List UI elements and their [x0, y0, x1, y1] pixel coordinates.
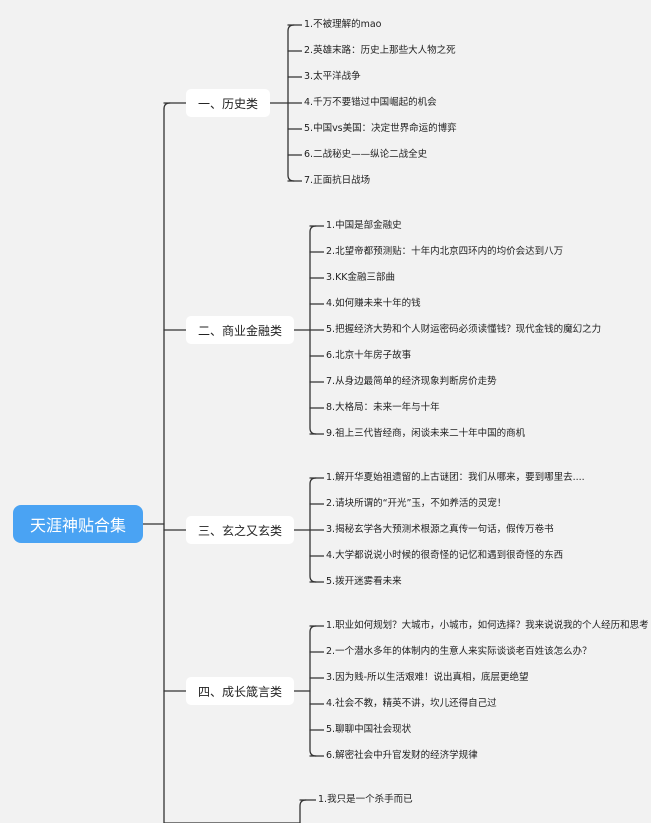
leaf-business-2[interactable]: 2.北望帝都预测贴：十年内北京四环内的均价会达到八万 [324, 246, 566, 258]
leaf-business-6[interactable]: 6.北京十年房子故事 [324, 350, 414, 362]
leaf-history-6[interactable]: 6.二战秘史——纵论二战全史 [302, 149, 430, 161]
leaf-business-7[interactable]: 7.从身边最简单的经济现象判断房价走势 [324, 376, 499, 388]
leaf-history-3[interactable]: 3.太平洋战争 [302, 71, 363, 83]
leaf-growth-2[interactable]: 2.一个潜水多年的体制内的生意人来实际谈谈老百姓该怎么办？ [324, 646, 594, 658]
leaf-business-3[interactable]: 3.KK金融三部曲 [324, 272, 398, 284]
category-business-finance[interactable]: 二、商业金融类 [186, 316, 294, 344]
leaf-business-1[interactable]: 1.中国是部金融史 [324, 220, 404, 232]
leaf-history-4[interactable]: 4.千万不要错过中国崛起的机会 [302, 97, 439, 109]
leaf-business-9[interactable]: 9.祖上三代皆经商，闲谈未来二十年中国的商机 [324, 428, 528, 440]
category-mystic[interactable]: 三、玄之又玄类 [186, 516, 294, 544]
leaf-growth-6[interactable]: 6.解密社会中升官发财的经济学规律 [324, 750, 480, 762]
leaf-history-2[interactable]: 2.英雄末路：历史上那些大人物之死 [302, 45, 458, 57]
leaf-mystic-2[interactable]: 2.请块所谓的“开光”玉，不如养活的灵宠！ [324, 498, 509, 510]
category-history[interactable]: 一、历史类 [186, 89, 270, 117]
leaf-history-7[interactable]: 7.正面抗日战场 [302, 175, 373, 187]
root-node[interactable]: 天涯神贴合集 [13, 505, 143, 543]
leaf-mystic-1[interactable]: 1.解开华夏始祖遗留的上古谜团：我们从哪来，要到哪里去.... [324, 472, 587, 484]
leaf-growth-1[interactable]: 1.职业如何规划？大城市，小城市，如何选择？我来说说我的个人经历和思考 [324, 620, 651, 632]
leaf-mystic-4[interactable]: 4.大学都说说小时候的很奇怪的记忆和遇到很奇怪的东西 [324, 550, 566, 562]
leaf-history-1[interactable]: 1.不被理解的mao [302, 19, 384, 31]
leaf-growth-4[interactable]: 4.社会不教，精英不讲，坎儿还得自己过 [324, 698, 499, 710]
category-growth[interactable]: 四、成长箴言类 [186, 677, 294, 705]
leaf-growth-5[interactable]: 5.聊聊中国社会现状 [324, 724, 414, 736]
leaf-business-5[interactable]: 5.把握经济大势和个人财运密码必须读懂钱？现代金钱的魔幻之力 [324, 324, 604, 336]
leaf-growth-3[interactable]: 3.因为贱-所以生活艰难！说出真相，底层更绝望 [324, 672, 531, 684]
leaf-history-5[interactable]: 5.中国vs美国：决定世界命运的博弈 [302, 123, 459, 135]
leaf-mystic-5[interactable]: 5.拨开迷雾看未来 [324, 576, 404, 588]
leaf-business-4[interactable]: 4.如何赚未来十年的钱 [324, 298, 423, 310]
leaf-mystic-3[interactable]: 3.揭秘玄学各大预测术根源之真传一句话，假传万卷书 [324, 524, 556, 536]
leaf-extra-1[interactable]: 1.我只是一个杀手而已 [316, 794, 415, 806]
leaf-business-8[interactable]: 8.大格局：未来一年与十年 [324, 402, 442, 414]
